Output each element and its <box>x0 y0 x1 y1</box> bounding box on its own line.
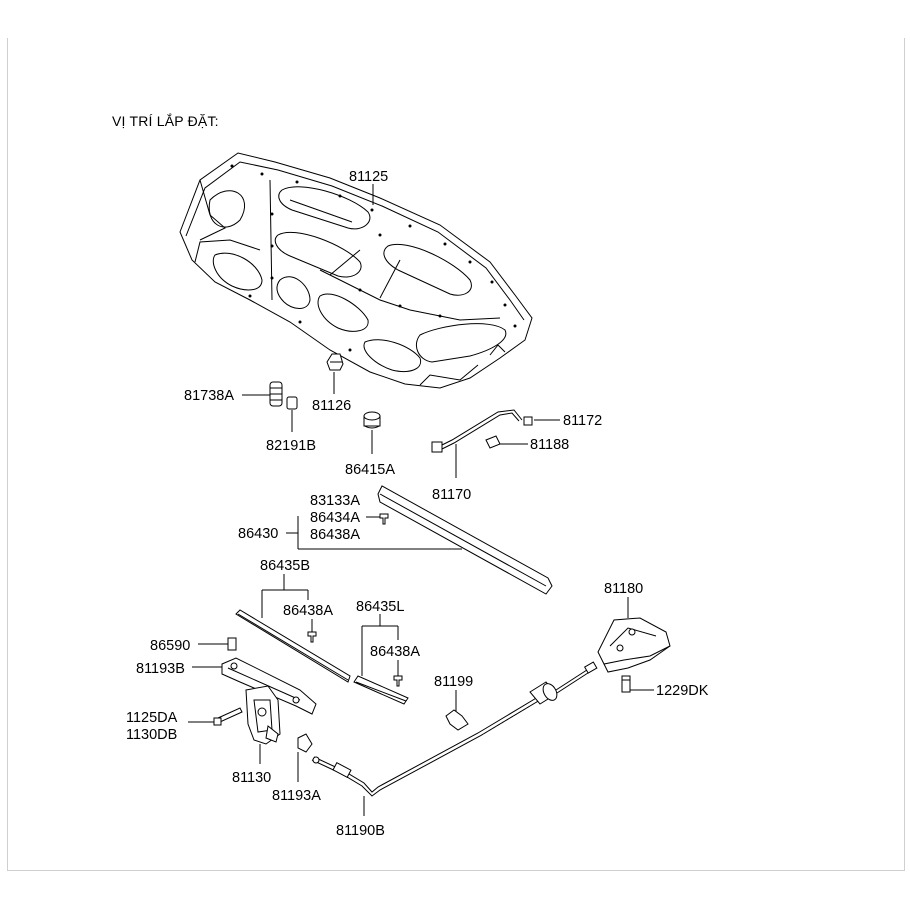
leader-86430 <box>286 516 462 550</box>
label-86438A-1: 86438A <box>310 527 360 543</box>
label-86590: 86590 <box>150 638 190 654</box>
hood-stay-rod-81170 <box>431 409 533 453</box>
bumper-81738A <box>269 381 283 407</box>
label-1130DB: 1130DB <box>126 727 177 743</box>
holder-81188 <box>485 435 501 449</box>
label-81193A: 81193A <box>272 788 321 804</box>
cable-clip-81199 <box>445 709 469 731</box>
weatherstrip-86430 <box>377 485 553 595</box>
clip-82191B <box>286 396 298 410</box>
seal-strip-86435B <box>235 609 351 683</box>
label-81190B: 81190B <box>336 823 385 839</box>
label-81738A: 81738A <box>184 388 234 404</box>
label-86438A-3: 86438A <box>370 644 420 660</box>
clip-81193A <box>297 733 313 753</box>
release-cable-81190B <box>311 661 598 797</box>
label-81180: 81180 <box>604 581 643 597</box>
hood-release-handle-81180 <box>597 617 671 673</box>
label-81170: 81170 <box>432 487 471 503</box>
hood-panel-81125 <box>179 152 533 389</box>
clip-86438A-3 <box>393 675 403 687</box>
installation-position-heading: VỊ TRÍ LẮP ĐẶT: <box>112 113 219 129</box>
label-81130: 81130 <box>232 770 271 786</box>
bolt-86590 <box>227 637 237 651</box>
seal-strip-86435L <box>353 675 409 705</box>
label-81188: 81188 <box>530 437 569 453</box>
label-81199: 81199 <box>434 674 473 690</box>
label-1229DK: 1229DK <box>656 683 709 699</box>
label-86434A: 86434A <box>310 510 360 526</box>
hood-bumper-81126 <box>326 353 344 371</box>
clip-86434A <box>379 513 389 525</box>
label-81172: 81172 <box>563 413 602 429</box>
grommet-86415A <box>363 411 381 429</box>
label-83133A: 83133A <box>310 493 360 509</box>
screw-1229DK <box>621 675 631 693</box>
label-86415A: 86415A <box>345 462 395 478</box>
label-82191B: 82191B <box>266 438 316 454</box>
label-81125: 81125 <box>349 169 388 185</box>
latch-bracket-81193B <box>221 657 317 715</box>
leader-86435L <box>361 614 399 676</box>
label-1125DA: 1125DA <box>126 710 178 726</box>
label-86435L: 86435L <box>356 599 404 615</box>
bolt-1125DA <box>213 707 243 726</box>
label-86438A-2: 86438A <box>283 603 333 619</box>
label-86430: 86430 <box>238 526 278 542</box>
clip-86438A-2 <box>307 631 317 643</box>
page-frame <box>7 38 905 871</box>
label-81126: 81126 <box>312 398 351 414</box>
hood-latch-81130 <box>245 685 281 745</box>
leader-86435B <box>261 574 309 618</box>
label-86435B: 86435B <box>260 558 310 574</box>
label-81193B: 81193B <box>136 661 185 677</box>
